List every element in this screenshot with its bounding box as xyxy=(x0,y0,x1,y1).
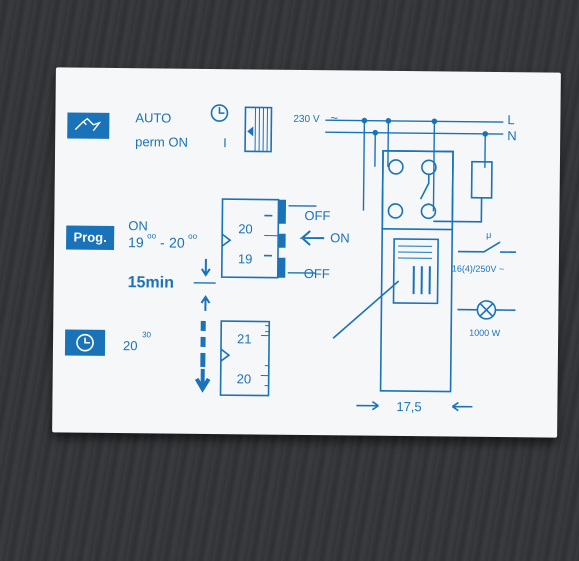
prog-on: ON xyxy=(128,218,148,234)
prog-sup-start: oo xyxy=(147,231,157,241)
prog-time-end: 20 xyxy=(169,234,185,251)
voltage-label: 230 V xyxy=(293,113,320,126)
product-box-label: AUTO perm ON I Prog. ON 19 oo - 20 oo 15… xyxy=(52,67,561,438)
selector-i: I xyxy=(223,135,227,151)
mu-symbol: μ xyxy=(486,229,492,240)
line-n: N xyxy=(507,128,517,144)
voltage-tilde: ~ xyxy=(330,110,339,126)
hand-icon xyxy=(74,117,102,132)
dial-top-upper: 20 xyxy=(238,221,253,237)
wiring-diagram-graphics xyxy=(67,104,517,412)
prog-sup-end: oo xyxy=(188,231,198,241)
dial-top-lower: 19 xyxy=(237,251,253,267)
prog-duration: 15min xyxy=(127,274,175,292)
prog-badge: Prog. xyxy=(66,225,115,250)
dial-bottom-upper: 21 xyxy=(237,331,252,347)
lamp-rating: 1000 W xyxy=(469,327,501,339)
line-l: L xyxy=(507,112,515,128)
dial-off-bottom: OFF xyxy=(303,265,330,282)
dial-bottom-lower: 20 xyxy=(236,371,252,387)
clock-hour: 20 xyxy=(122,338,138,354)
width-label: 17,5 xyxy=(396,398,422,415)
prog-time-start: 19 xyxy=(128,234,144,251)
mode-perm-on: perm ON xyxy=(135,134,188,150)
prog-time-sep: - xyxy=(160,234,165,251)
contact-rating: 16(4)/250V ~ xyxy=(451,263,505,275)
dial-off-top: OFF xyxy=(304,207,331,224)
clock-icon xyxy=(76,333,94,352)
clock-icon xyxy=(210,104,229,122)
clock-minutes: 30 xyxy=(142,330,152,340)
dial-on: ON xyxy=(330,230,350,246)
mode-auto: AUTO xyxy=(135,110,172,126)
clock-badge xyxy=(64,329,106,356)
